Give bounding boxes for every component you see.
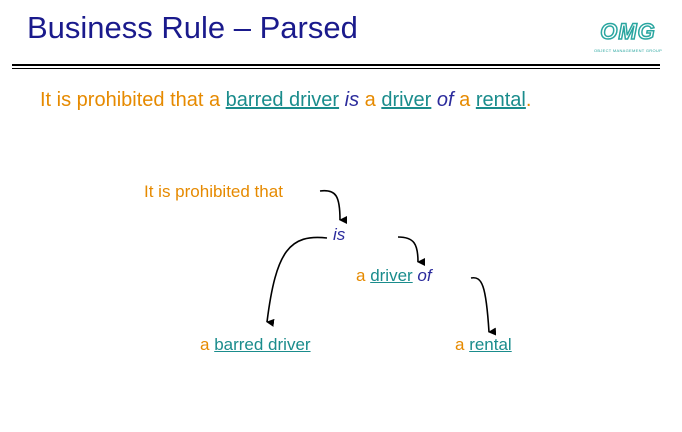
tree-term-rental: rental bbox=[469, 335, 512, 354]
tree-node-driver-of: a driver of bbox=[356, 266, 432, 286]
tree-term-barred-driver: barred driver bbox=[214, 335, 311, 354]
omg-logo: OMG OBJECT MANAGEMENT GROUP bbox=[590, 18, 666, 58]
arrow-is-to-barred-driver bbox=[266, 236, 328, 327]
verb-of: of bbox=[436, 89, 454, 111]
term-barred-driver: barred driver bbox=[225, 89, 340, 111]
tree-node-modal: It is prohibited that bbox=[144, 182, 283, 201]
term-driver: driver bbox=[381, 89, 432, 111]
term-rental: rental bbox=[475, 89, 526, 111]
tree-article: a bbox=[356, 266, 371, 285]
arrow-modal-to-is bbox=[319, 189, 348, 224]
sentence-part-6: . bbox=[525, 89, 532, 111]
rule-sentence: It is prohibited that a barred driver is… bbox=[40, 89, 531, 112]
sentence-part-1: It is prohibited that a bbox=[40, 89, 226, 111]
logo-subtitle: OBJECT MANAGEMENT GROUP bbox=[593, 48, 663, 53]
sentence-part-3: a bbox=[359, 89, 382, 111]
header-divider-thick bbox=[12, 64, 660, 66]
arrow-is-to-driver-of bbox=[397, 236, 426, 266]
sentence-part-5: a bbox=[453, 89, 476, 111]
slide-title: Business Rule – Parsed bbox=[27, 10, 358, 45]
header-divider-thin bbox=[12, 68, 660, 69]
logo-word: OMG bbox=[599, 18, 656, 45]
tree-term-driver: driver bbox=[370, 266, 413, 285]
verb-is: is bbox=[344, 89, 360, 111]
tree-node-rental: a rental bbox=[455, 335, 512, 355]
tree-article: a bbox=[200, 335, 215, 354]
tree-node-barred-driver: a barred driver bbox=[200, 335, 311, 355]
tree-article: a bbox=[455, 335, 470, 354]
tree-verb-of: of bbox=[412, 266, 432, 285]
arrow-driver-of-to-rental bbox=[470, 276, 497, 336]
tree-node-is: is bbox=[333, 225, 346, 244]
